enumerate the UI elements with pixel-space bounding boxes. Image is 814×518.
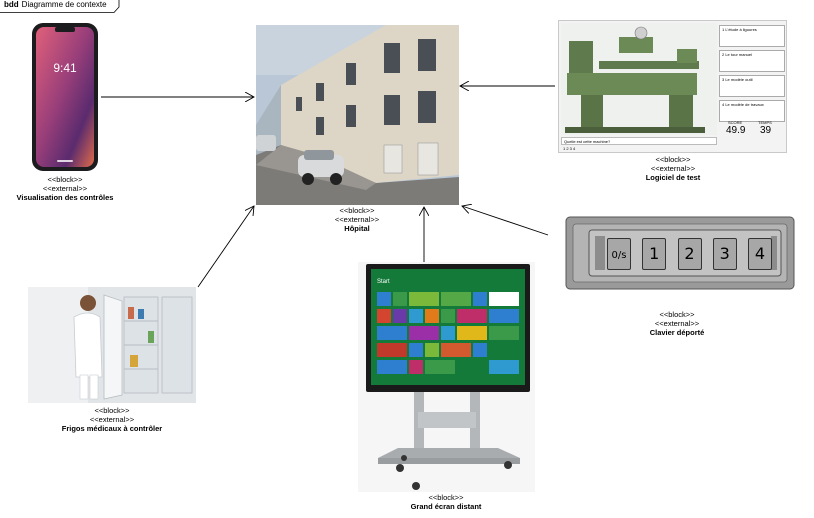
- keypad-name: Clavier déporté: [649, 328, 705, 337]
- connector-keypad-hospital: [462, 206, 549, 236]
- key-0[interactable]: 0/s: [607, 238, 631, 270]
- answer-text: 4 Le modèle de travaux: [722, 102, 764, 107]
- answer-option-1[interactable]: 1 L'étude à liguures: [719, 25, 785, 47]
- screen-image: Start: [358, 262, 535, 492]
- key-2-label: 2: [684, 244, 695, 263]
- keypad-stereotype-external: <<external>>: [654, 319, 700, 328]
- phone-label: <<block>> <<external>> Visualisation des…: [0, 175, 130, 202]
- key-3-label: 3: [719, 244, 730, 263]
- answer-text: 1 L'étude à liguures: [722, 27, 757, 32]
- answer-option-4[interactable]: 4 Le modèle de travaux: [719, 100, 785, 122]
- software-stereotype-external: <<external>>: [650, 164, 696, 173]
- phone-stereotype-external: <<external>>: [42, 184, 88, 193]
- frame-kind: bdd: [4, 0, 19, 9]
- key-1[interactable]: 1: [642, 238, 667, 270]
- fridge-name: Frigos médicaux à contrôler: [61, 424, 163, 433]
- answer-text: 3 Le modèle outil: [722, 77, 753, 82]
- answer-option-3[interactable]: 3 Le modèle outil: [719, 75, 785, 97]
- key-0-label: 0/s: [611, 250, 627, 261]
- fridge-stereotype-block: <<block>>: [94, 406, 130, 415]
- hospital-label: <<block>> <<external>> Hôpital: [292, 206, 422, 233]
- phone-image: 9:41: [30, 22, 100, 172]
- hospital-image: [256, 25, 459, 205]
- answer-list: 1 L'étude à liguures 2 Le tour manuel 3 …: [719, 25, 785, 122]
- question-bar: Quelle est cette machine?: [561, 137, 717, 145]
- key-3[interactable]: 3: [712, 238, 737, 270]
- time-label: TEMPS: [758, 120, 772, 125]
- hospital-stereotype-block: <<block>>: [339, 206, 375, 215]
- fridge-label: <<block>> <<external>> Frigos médicaux à…: [47, 406, 177, 433]
- phone-stereotype-block: <<block>>: [47, 175, 83, 184]
- score-value: 49.9: [726, 125, 746, 136]
- key-4-label: 4: [754, 244, 766, 263]
- software-label: <<block>> <<external>> Logiciel de test: [608, 155, 738, 182]
- keypad-image: 0/s 1 2 3 4: [565, 216, 795, 290]
- score-label: SCORE: [728, 120, 743, 125]
- score-panel: SCORE TEMPS 49.9 39: [724, 120, 784, 138]
- connector-fridge-hospital: [197, 206, 254, 288]
- screen-stereotype-block: <<block>>: [428, 493, 464, 502]
- key-2[interactable]: 2: [677, 238, 702, 270]
- keypad-keys: 0/s 1 2 3 4: [607, 236, 772, 270]
- hospital-stereotype-external: <<external>>: [334, 215, 380, 224]
- time-value: 39: [760, 125, 772, 136]
- hospital-name: Hôpital: [344, 224, 370, 233]
- software-stereotype-block: <<block>>: [655, 155, 691, 164]
- question-text: Quelle est cette machine?: [564, 139, 611, 144]
- answer-option-2[interactable]: 2 Le tour manuel: [719, 50, 785, 72]
- answer-text: 2 Le tour manuel: [722, 52, 753, 57]
- key-1-label: 1: [649, 244, 660, 263]
- key-4[interactable]: 4: [748, 238, 772, 270]
- fridge-stereotype-external: <<external>>: [89, 415, 135, 424]
- phone-name: Visualisation des contrôles: [16, 193, 114, 202]
- keypad-stereotype-block: <<block>>: [659, 310, 695, 319]
- software-name: Logiciel de test: [645, 173, 701, 182]
- frame-title: Diagramme de contexte: [21, 0, 107, 9]
- fridge-image: [28, 287, 196, 403]
- pagination[interactable]: 1 2 3 4: [563, 146, 576, 151]
- phone-clock: 9:41: [53, 61, 77, 75]
- screen-label: <<block>> Grand écran distant: [381, 493, 511, 511]
- keypad-label: <<block>> <<external>> Clavier déporté: [612, 310, 742, 337]
- start-label: Start: [377, 279, 390, 285]
- screen-name: Grand écran distant: [410, 502, 482, 511]
- software-image: 1 L'étude à liguures 2 Le tour manuel 3 …: [558, 20, 787, 153]
